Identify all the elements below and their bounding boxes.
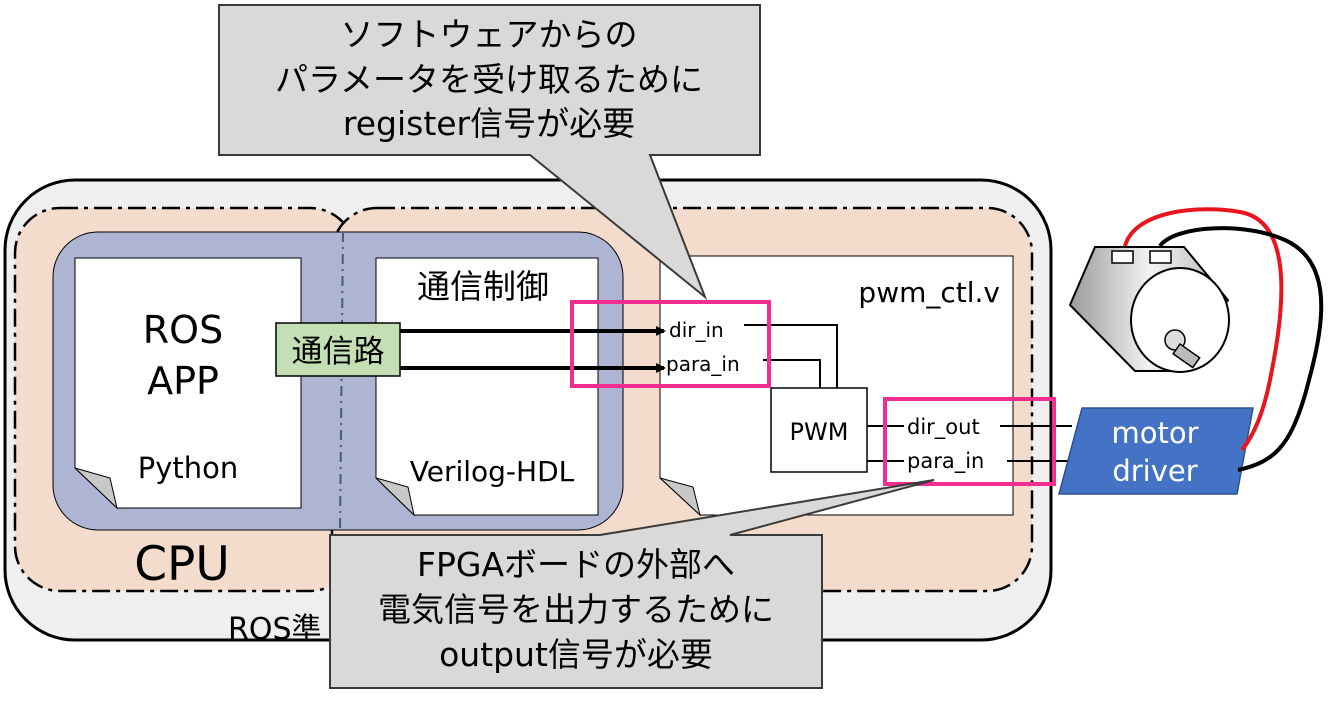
boundary-line [339, 231, 344, 531]
dir-in-port: dir_in [669, 318, 724, 342]
ros-app-line2: APP [147, 359, 219, 403]
register-callout-line1: ソフトウェアからの [341, 15, 638, 54]
comm-control-title: 通信制御 [417, 267, 549, 306]
board-label: ROS準 [228, 612, 322, 647]
register-callout-line2: パラメータを受け取るために [275, 60, 703, 99]
motor-driver-line2: driver [1112, 454, 1197, 488]
dir-out-port: dir_out [907, 415, 980, 440]
channel-box [275, 322, 401, 377]
motor-driver-line1: motor [1111, 416, 1198, 450]
page-curl [659, 477, 701, 517]
pwm-ctl-filename: pwm_ctl.v [858, 276, 1000, 309]
motor-icon [1068, 246, 1230, 373]
output-callout [329, 479, 935, 689]
dir-in-wire [744, 324, 838, 388]
ros-app-line1: ROS [143, 308, 223, 352]
motor-wire-red [1123, 207, 1284, 452]
cpu-label: CPU [134, 537, 230, 592]
comm-control-document [375, 257, 599, 516]
para-in-port: para_in [666, 352, 740, 376]
para-in-wire [763, 359, 821, 388]
pwm-block-label: PWM [790, 418, 849, 446]
page-curl [375, 477, 415, 517]
input-highlight [570, 300, 771, 388]
pwm-block [770, 387, 868, 473]
channel-label: 通信路 [292, 334, 385, 370]
motor-driver-box [1058, 407, 1254, 495]
output-callout-line2: 電気信号を出力するために [378, 590, 774, 629]
register-callout [218, 4, 761, 301]
output-callout-line1: FPGAボードの外部へ [417, 545, 735, 584]
motor-wire-black [1158, 226, 1324, 472]
para-out-port: para_in [907, 449, 984, 474]
register-callout-line3: register信号が必要 [343, 104, 635, 143]
comm-control-language: Verilog-HDL [410, 455, 575, 488]
page-curl [74, 467, 118, 510]
ros-app-language: Python [138, 451, 239, 485]
output-highlight [883, 397, 1056, 486]
output-callout-line3: output信号が必要 [439, 635, 713, 674]
ros-app-document [74, 257, 302, 509]
